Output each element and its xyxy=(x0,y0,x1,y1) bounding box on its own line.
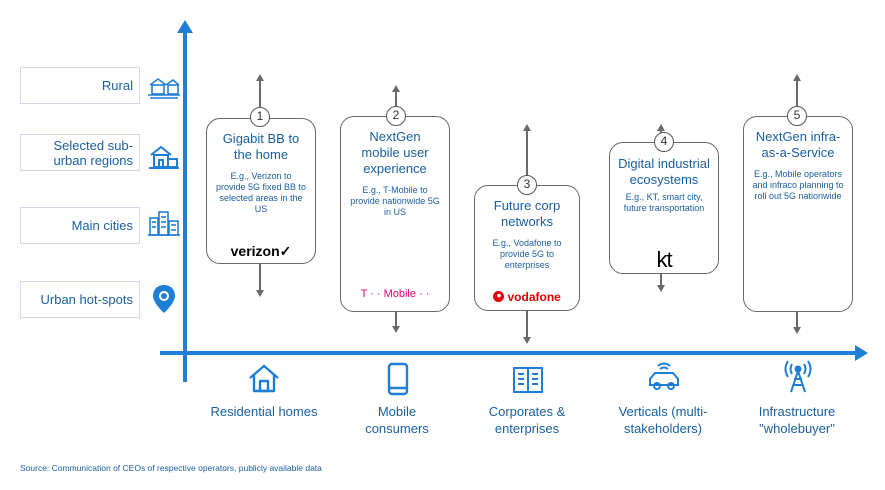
range-arrow-3-top xyxy=(523,124,531,131)
card-description: E.g., Vodafone to provide 5G to enterpri… xyxy=(492,238,562,270)
smartphone-icon xyxy=(387,362,409,396)
y-axis xyxy=(183,30,187,382)
card-description: E.g., KT, smart city, future transportat… xyxy=(623,192,705,213)
range-arrow-1-top xyxy=(256,74,264,81)
rural-house-icon xyxy=(148,78,180,99)
card-title: NextGen infra-as-a-Service xyxy=(755,129,841,160)
card-title: Gigabit BB to the home xyxy=(222,131,300,162)
category-label-mobile: Mobile consumers xyxy=(365,404,429,436)
suburban-house-icon xyxy=(149,145,179,169)
range-arrow-4-top xyxy=(657,124,665,131)
location-pin-icon xyxy=(153,285,175,313)
x-axis xyxy=(160,351,858,355)
range-arrow-4-bottom xyxy=(657,285,665,292)
connected-car-icon xyxy=(649,362,679,390)
card-title: NextGen mobile user experience xyxy=(361,129,429,176)
step-number-3: 3 xyxy=(517,175,537,195)
level-label-rural: Rural xyxy=(20,67,140,104)
card-nextgen-infra: NextGen infra-as-a-Service E.g., Mobile … xyxy=(743,116,853,312)
card-nextgen-mobile: NextGen mobile user experience E.g., T-M… xyxy=(340,116,450,312)
source-note: Source: Communication of CEOs of respect… xyxy=(20,463,322,473)
step-number-2: 2 xyxy=(386,106,406,126)
vodafone-logo-text: vodafone xyxy=(507,290,561,304)
card-description: E.g., T-Mobile to provide nationwide 5G … xyxy=(350,185,440,217)
range-arrow-5-bottom xyxy=(793,327,801,334)
card-future-corp: Future corp networks E.g., Vodafone to p… xyxy=(474,185,580,311)
verizon-logo: verizon✓ xyxy=(230,243,292,259)
range-arrow-5-top xyxy=(793,74,801,81)
level-label-suburban: Selected sub-urban regions xyxy=(20,134,140,171)
category-label-residential: Residential homes xyxy=(210,404,318,419)
level-label-urban-hotspots: Urban hot-spots xyxy=(20,281,140,318)
office-building-icon xyxy=(513,367,543,393)
vodafone-logo: vodafone xyxy=(475,290,579,304)
kt-logo: kt xyxy=(656,247,672,272)
step-number-5: 5 xyxy=(787,106,807,126)
level-label-main-cities: Main cities xyxy=(20,207,140,244)
vodafone-speechmark-icon xyxy=(493,291,505,302)
range-arrow-3-bottom xyxy=(523,337,531,344)
range-arrow-2-top xyxy=(392,85,400,92)
card-digital-industrial: Digital industrial ecosystems E.g., KT, … xyxy=(609,142,719,274)
card-description: E.g., Mobile operators and infraco plann… xyxy=(752,169,844,201)
range-arrow-2-bottom xyxy=(392,326,400,333)
range-arrow-1-bottom xyxy=(256,290,264,297)
antenna-tower-icon xyxy=(784,360,812,393)
step-number-1: 1 xyxy=(250,107,270,127)
card-title: Digital industrial ecosystems xyxy=(618,156,710,187)
step-number-4: 4 xyxy=(654,132,674,152)
city-buildings-icon xyxy=(148,211,180,236)
card-gigabit-bb: Gigabit BB to the home E.g., Verizon to … xyxy=(206,118,316,264)
t-mobile-logo: T · · Mobile · · xyxy=(360,288,430,300)
card-description: E.g., Verizon to provide 5G fixed BB to … xyxy=(215,171,307,214)
y-axis-arrowhead xyxy=(177,20,193,33)
category-label-corporates: Corporates & enterprises xyxy=(488,404,566,436)
category-label-infrastructure: Infrastructure "wholebuyer" xyxy=(758,404,836,436)
house-icon xyxy=(249,364,279,393)
category-label-verticals: Verticals (multi-stakeholders) xyxy=(618,404,708,436)
x-axis-arrowhead xyxy=(855,345,868,361)
card-title: Future corp networks xyxy=(493,198,561,229)
